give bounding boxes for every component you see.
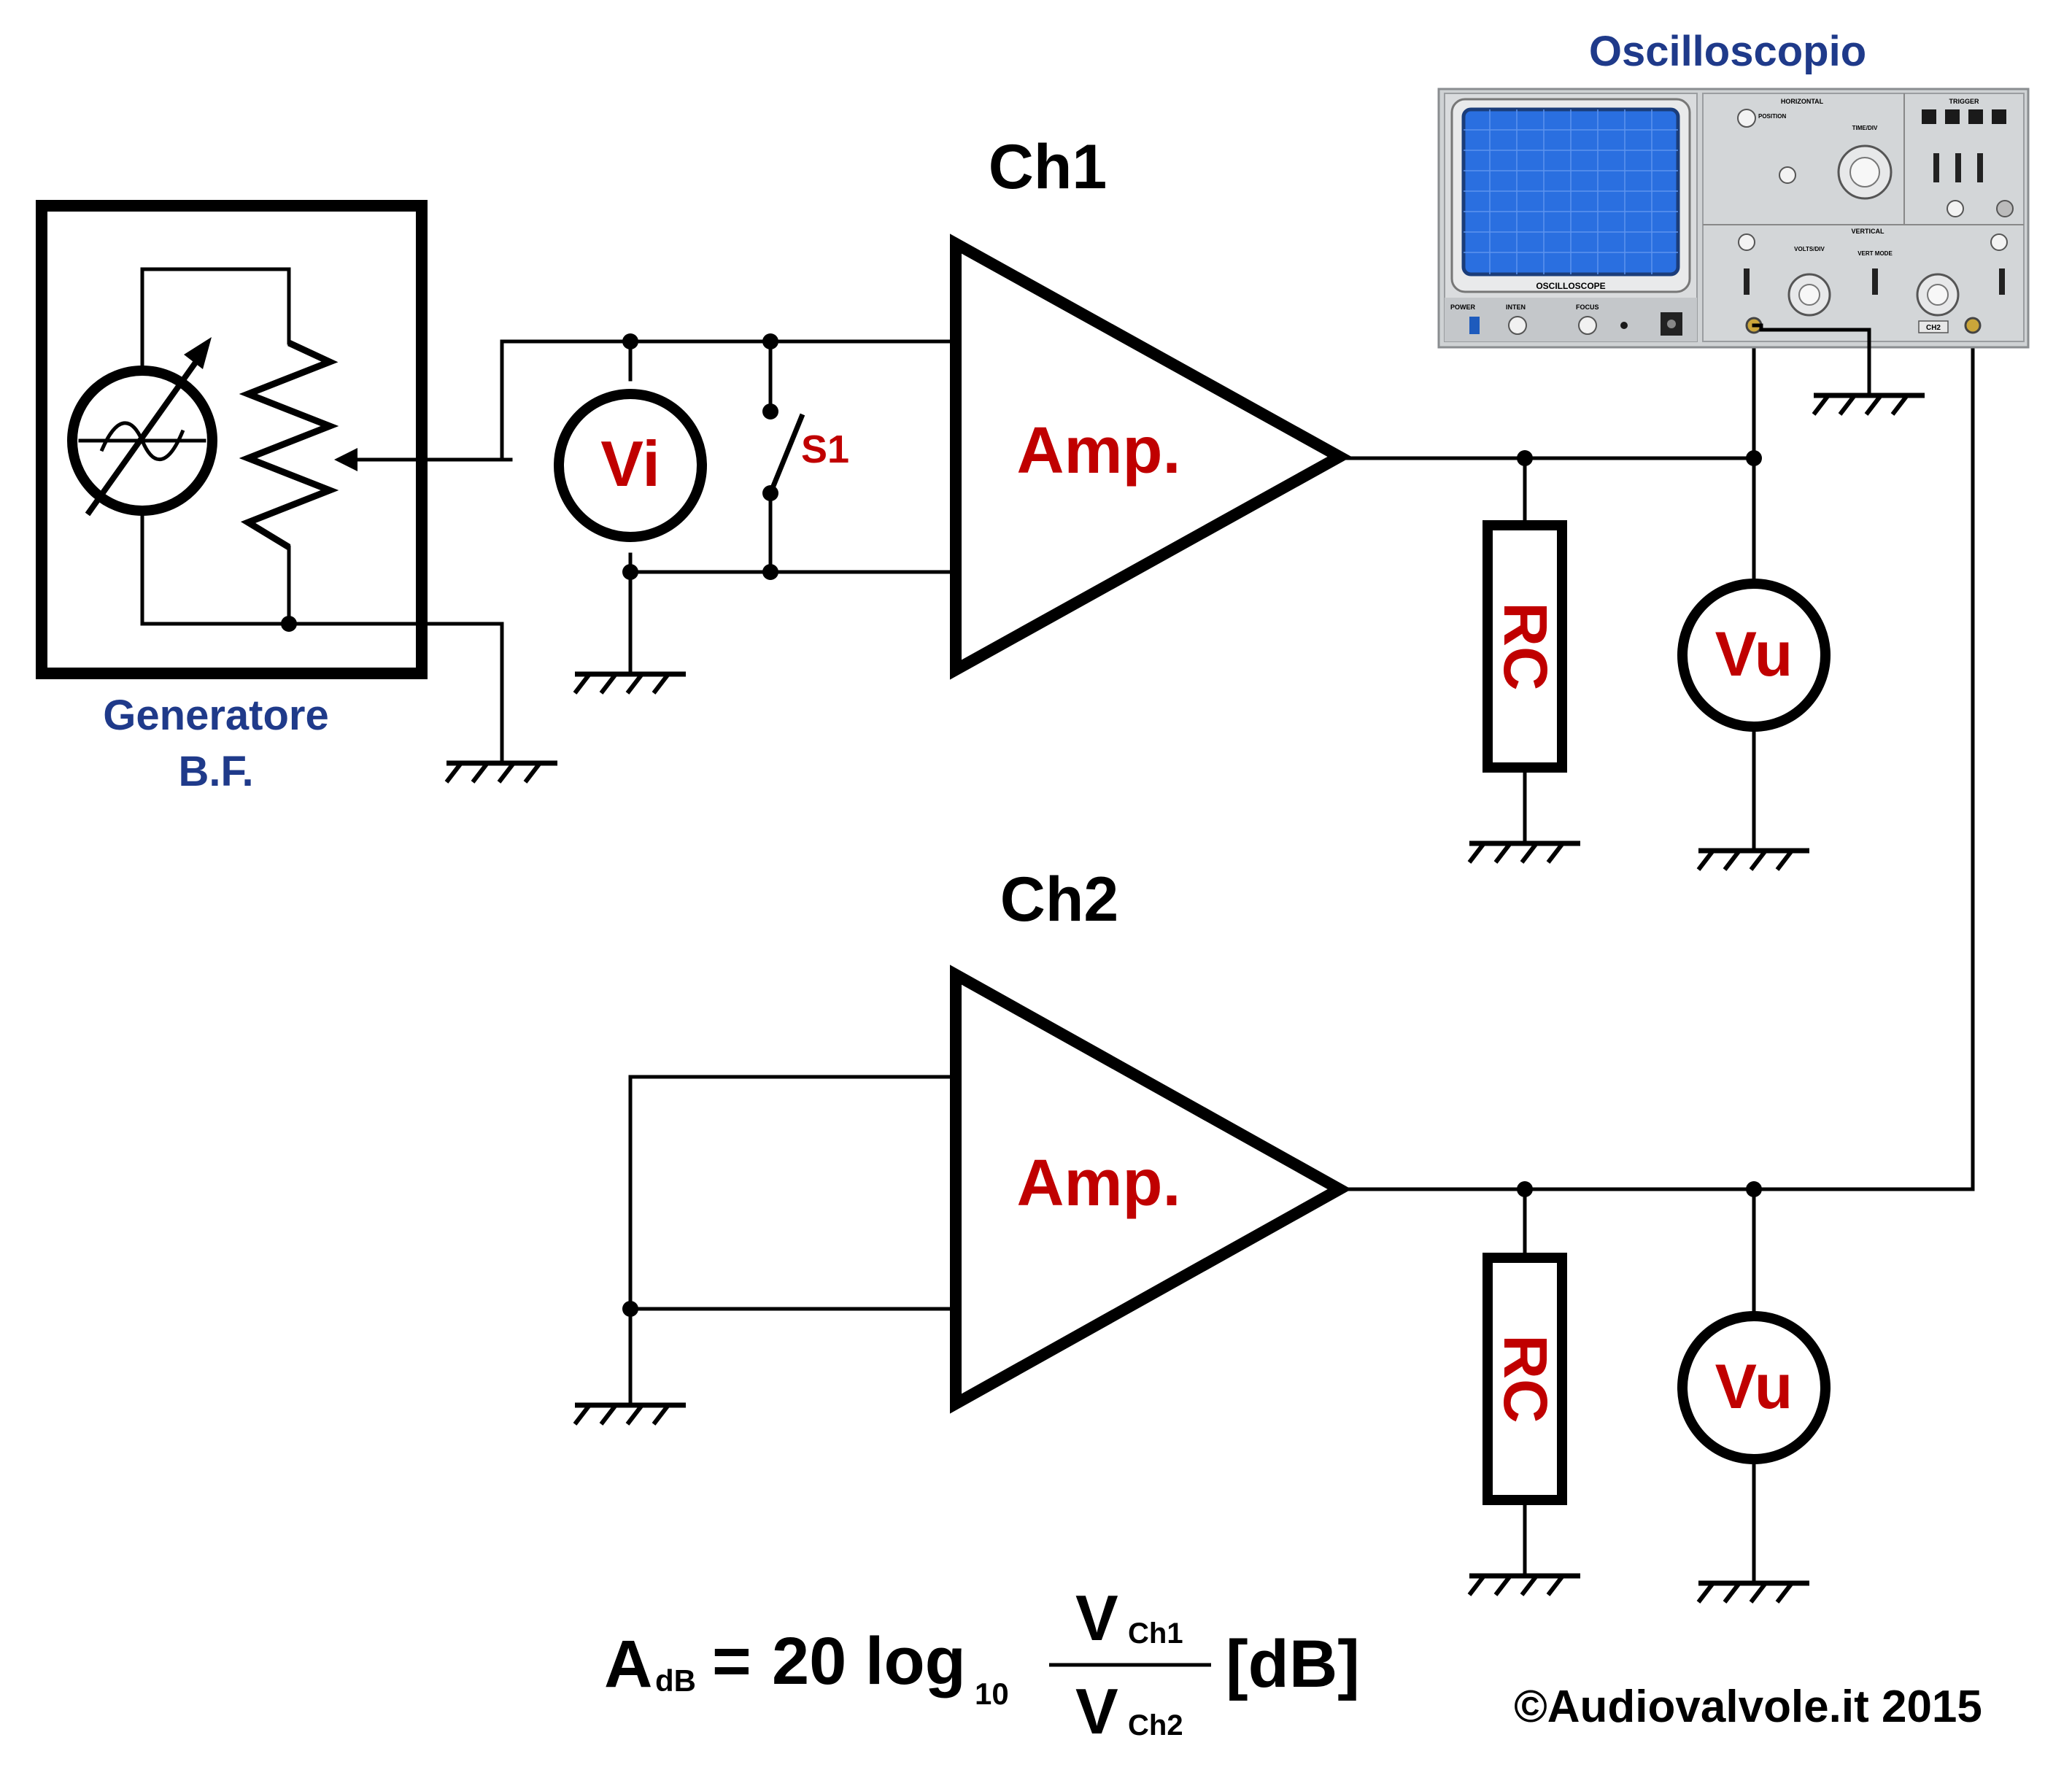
generator: Generatore B.F.: [36, 200, 951, 795]
vert-mode-slider[interactable]: [1872, 268, 1878, 295]
trigger-slider[interactable]: [1933, 153, 1939, 182]
trigger-label: TRIGGER: [1949, 98, 1979, 105]
trigger-level-knob[interactable]: [1947, 200, 1964, 217]
voltmeter-vu-ch2-label: Vu: [1715, 1352, 1793, 1422]
amplifier-ch2-label: Amp.: [1017, 1147, 1181, 1220]
ground-symbol: [1812, 393, 1925, 416]
formula-a-sub: dB: [655, 1663, 696, 1698]
h-position-knob[interactable]: [1737, 109, 1756, 128]
power-switch[interactable]: [1469, 317, 1480, 334]
amplifier-ch1-label: Amp.: [1017, 414, 1181, 487]
formula-a: A: [604, 1627, 652, 1701]
gain-formula: A dB = 20 log 10 V Ch1 V Ch2 [dB]: [604, 1582, 1360, 1747]
vertical-label: VERTICAL: [1852, 228, 1885, 235]
ground-symbol: [1467, 1573, 1580, 1596]
trigger-button[interactable]: [1992, 109, 2006, 124]
trigger-button[interactable]: [1945, 109, 1960, 124]
channel-1-label: Ch1: [989, 132, 1107, 202]
voltmeter-vu-ch1-label: Vu: [1715, 619, 1793, 689]
rc-load-ch1: [1483, 520, 1567, 773]
ac-source-symbol: [67, 366, 217, 516]
power-label: POWER: [1450, 304, 1476, 311]
trigger-slider[interactable]: [1955, 153, 1961, 182]
time-div-label: TIME/DIV: [1852, 125, 1878, 131]
v-position-knob-ch2[interactable]: [1990, 233, 2008, 251]
ground-symbol: [1696, 1580, 1809, 1604]
var-knob[interactable]: [1779, 166, 1796, 184]
input-section: Vi S1: [554, 333, 951, 676]
formula-equals: =: [712, 1624, 751, 1698]
switch-s1-blade: [768, 413, 805, 495]
rc-load-ch1-label: RC: [1491, 602, 1560, 690]
switch-s1-contact: [762, 403, 778, 420]
horizontal-label: HORIZONTAL: [1781, 98, 1824, 105]
formula-denominator-sub: Ch2: [1128, 1709, 1183, 1741]
trigger-button[interactable]: [1922, 109, 1936, 124]
ground-symbol: [444, 760, 557, 784]
v-position-knob-ch1[interactable]: [1738, 233, 1755, 251]
inten-knob[interactable]: [1508, 316, 1527, 335]
formula-numerator-v: V: [1075, 1582, 1118, 1654]
generator-box: [36, 200, 428, 679]
position-label: POSITION: [1758, 113, 1786, 120]
trigger-button[interactable]: [1968, 109, 1983, 124]
vert-mode-label: VERT MODE: [1858, 250, 1893, 257]
ground-symbol: [1467, 840, 1580, 864]
amplifier-ch2: Ch2 Amp. RC Vu: [622, 329, 1975, 1585]
volts-div-label: VOLTS/DIV: [1794, 246, 1825, 252]
voltmeter-vi-label: Vi: [600, 428, 660, 500]
ground-symbol: [573, 671, 686, 695]
amplifier-ch2-triangle: [950, 964, 1352, 1414]
oscilloscope: Oscilloscopio OSCILLOSCOPE POWER INTEN F…: [1437, 28, 2030, 398]
trigger-slider[interactable]: [1977, 153, 1983, 182]
voltmeter-vi: [554, 389, 707, 542]
ground-symbol: [1696, 848, 1809, 871]
formula-log-sub: 10: [975, 1677, 1009, 1711]
amplifier-ch1-triangle: [950, 233, 1352, 680]
inten-label: INTEN: [1506, 304, 1526, 311]
ch2-badge: CH2: [1926, 324, 1941, 332]
focus-label: FOCUS: [1576, 304, 1599, 311]
oscilloscope-brand: OSCILLOSCOPE: [1536, 281, 1605, 291]
channel-2-label: Ch2: [1000, 865, 1118, 935]
bnc-input-ch2[interactable]: [1964, 317, 1982, 334]
oscilloscope-title: Oscilloscopio: [1589, 28, 1866, 75]
formula-numerator-sub: Ch1: [1128, 1617, 1183, 1650]
formula-denominator-v: V: [1075, 1675, 1118, 1747]
generator-label-line2: B.F.: [178, 748, 253, 795]
amplifier-ch1: Ch1 Amp. RC Vu: [950, 132, 1831, 853]
formula-unit: [dB]: [1226, 1627, 1360, 1701]
potentiometer-symbol: [239, 339, 339, 550]
generator-label-line1: Generatore: [103, 692, 328, 739]
rc-load-ch2-label: RC: [1491, 1334, 1560, 1423]
ground-symbol: [573, 1402, 686, 1426]
copyright-notice: ©Audiovalvole.it 2015: [1514, 1682, 1982, 1732]
focus-knob[interactable]: [1578, 316, 1597, 335]
formula-coef: 20 log: [772, 1624, 966, 1698]
switch-s1-label: S1: [801, 428, 849, 471]
